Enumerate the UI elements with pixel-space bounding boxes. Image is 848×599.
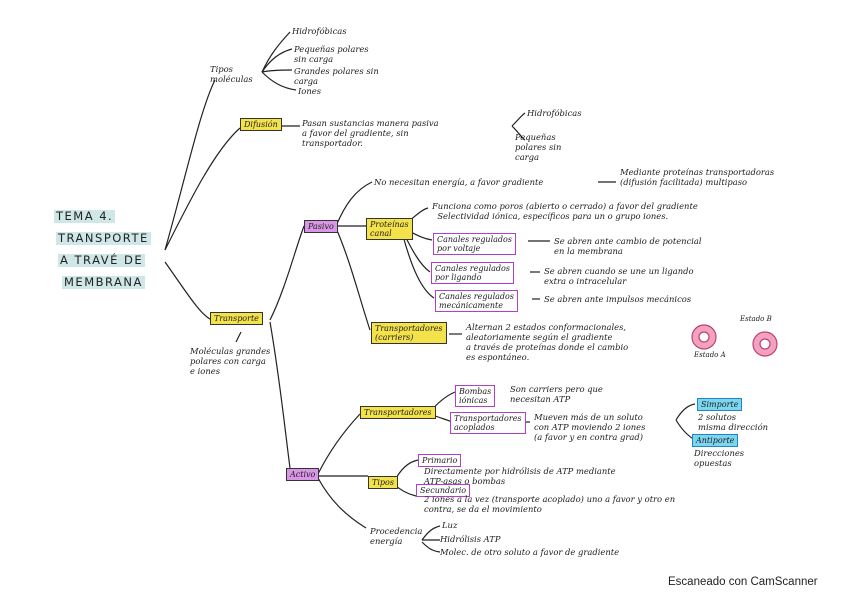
transportadores-carriers-text: Alternan 2 estados conformacionales, ale… <box>466 322 628 362</box>
primario-text: Directamente por hidrólisis de ATP media… <box>424 466 616 486</box>
transporte-sub: Moléculas grandes polares con carga e io… <box>190 346 270 376</box>
energia-item-2: Hidrólisis ATP <box>440 534 501 544</box>
transportadores-carriers-box: Transportadores (carriers) <box>371 322 447 344</box>
estado-b-label: Estado B <box>740 314 772 324</box>
title-line-1: TEMA 4. <box>54 210 115 223</box>
canal-mecanico-box: Canales regulados mecánicamente <box>435 290 518 312</box>
transporte-box: Transporte <box>210 312 263 325</box>
scanner-footer: Escaneado con CamScanner <box>668 576 818 588</box>
title-line-3: A TRAVÉ DE <box>58 254 145 267</box>
activo-box: Activo <box>286 468 319 481</box>
bombas-ionicas-text: Son carriers pero que necesitan ATP <box>510 384 603 404</box>
tipos-item-1: Hidrofóbicas <box>292 26 347 36</box>
energia-item-1: Luz <box>442 520 457 530</box>
title-line-4: MEMBRANA <box>62 276 145 289</box>
proteinas-canal-desc: Funciona como poros (abierto o cerrado) … <box>432 201 698 221</box>
tipos-item-4: Iones <box>298 86 321 96</box>
difusion-item-1: Hidrofóbicas <box>527 108 582 118</box>
difusion-item-2: Pequeñas polares sin carga <box>515 132 561 162</box>
tipos-activo-box: Tipos <box>368 476 398 489</box>
difusion-box: Difusión <box>240 118 282 131</box>
pasivo-desc: No necesitan energía, a favor gradiente <box>374 177 543 187</box>
canal-mecanico-text: Se abren ante impulsos mecánicos <box>544 294 691 304</box>
antiporte-box: Antiporte <box>692 434 738 447</box>
transportadores-activo-box: Transportadores <box>360 406 436 419</box>
title-line-2: TRANSPORTE <box>56 232 151 245</box>
simporte-text: 2 solutos misma dirección <box>698 412 768 432</box>
bombas-ionicas-box: Bombas iónicas <box>455 385 495 407</box>
canal-voltaje-box: Canales regulados por voltaje <box>433 233 516 255</box>
main-title: TEMA 4. TRANSPORTE A TRAVÉ DE MEMBRANA <box>54 210 164 290</box>
simporte-box: Simporte <box>697 398 742 411</box>
tipos-item-3: Grandes polares sin carga <box>294 66 379 86</box>
energia-item-3: Molec. de otro soluto a favor de gradien… <box>440 547 619 557</box>
canal-ligando-box: Canales regulados por ligando <box>431 262 514 284</box>
transportadores-acoplados-box: Transportadores acoplados <box>450 412 526 434</box>
tipos-moleculas-label: Tipos moléculas <box>210 64 253 84</box>
tipos-item-2: Pequeñas polares sin carga <box>294 44 369 64</box>
secundario-text: 2 iones a la vez (transporte acoplado) u… <box>424 494 675 514</box>
antiporte-text: Direcciones opuestas <box>694 448 744 468</box>
canal-ligando-text: Se abren cuando se une un ligando extra … <box>544 266 694 286</box>
procedencia-energia-label: Procedencia energía <box>370 526 422 546</box>
pasivo-box: Pasivo <box>304 220 338 233</box>
transportadores-acoplados-text: Mueven más de un soluto con ATP moviendo… <box>534 412 645 442</box>
canal-voltaje-text: Se abren ante cambio de potencial en la … <box>554 236 702 256</box>
proteinas-canal-box: Proteínas canal <box>366 218 413 240</box>
estado-a-label: Estado A <box>694 350 726 360</box>
difusion-text: Pasan sustancias manera pasiva a favor d… <box>302 118 439 148</box>
pasivo-desc-2: Mediante proteínas transportadoras (difu… <box>620 167 774 187</box>
